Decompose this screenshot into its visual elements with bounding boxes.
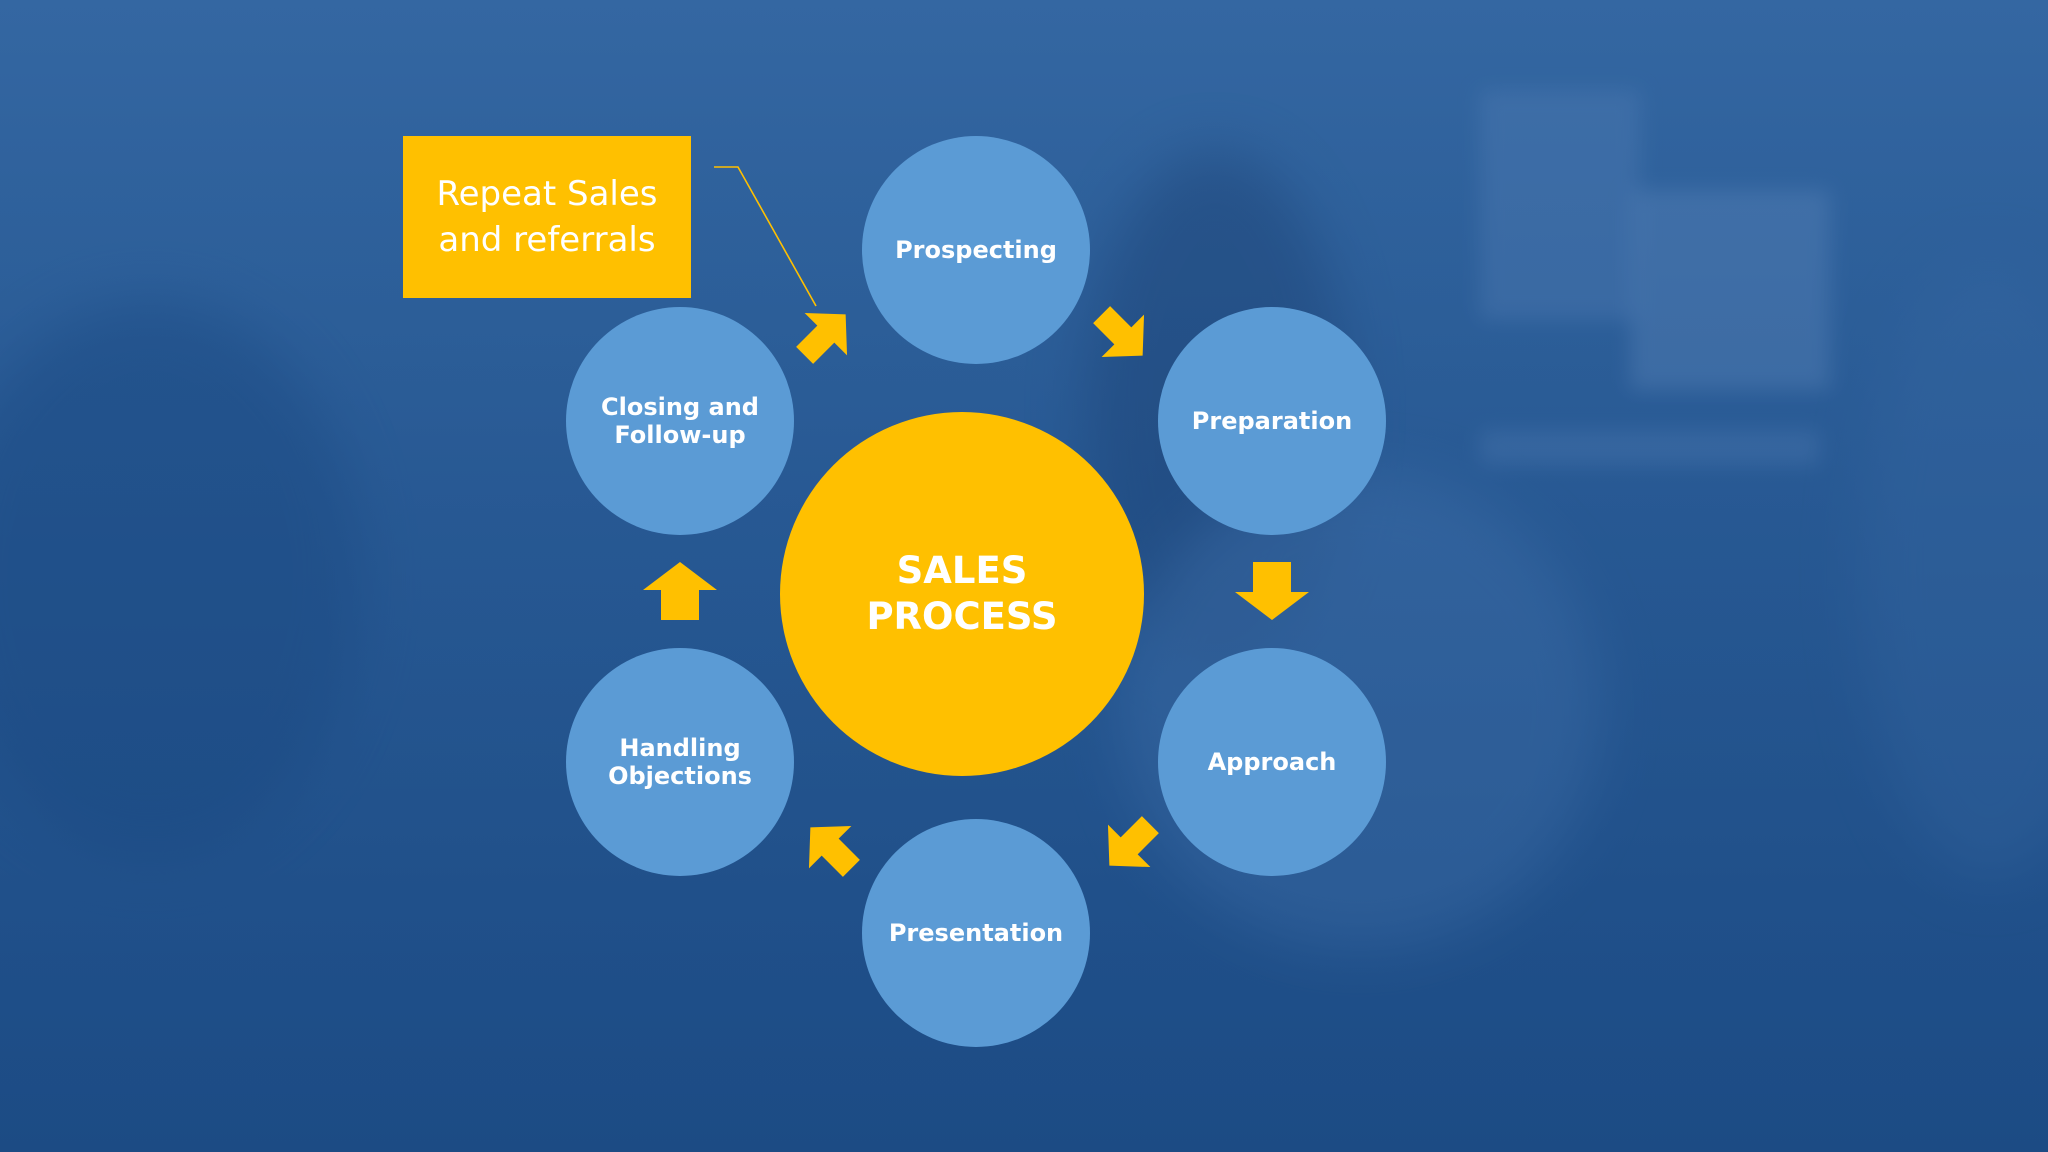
step-label-preparation: Preparation [1191,407,1353,435]
callout-repeat-sales: Repeat Sales and referrals [403,136,691,298]
arrow-handling-objections-to-closing [643,562,717,620]
step-label-approach: Approach [1207,748,1337,776]
step-circle-closing-follow-up: Closing and Follow-up [566,307,794,535]
step-circle-approach: Approach [1158,648,1386,876]
arrow-approach-to-presentation [1107,816,1159,868]
step-circle-handling-objections: Handling Objections [566,648,794,876]
step-circle-presentation: Presentation [862,819,1090,1047]
arrow-preparation-to-approach [1235,562,1309,620]
arrow-closing-to-prospecting [796,312,848,364]
center-label: SALES PROCESS [866,549,1058,638]
step-circle-preparation: Preparation [1158,307,1386,535]
step-label-handling-objections: Handling Objections [608,734,752,790]
callout-connector-line [714,166,817,307]
background-window [1480,90,1640,320]
arrow-presentation-to-handling-objections [808,825,860,877]
background-shelf [1480,430,1820,465]
step-label-presentation: Presentation [888,919,1064,947]
background-foreground-figure [0,300,360,860]
step-circle-prospecting: Prospecting [862,136,1090,364]
arrow-prospecting-to-preparation [1093,306,1145,358]
callout-label: Repeat Sales and referrals [436,174,658,260]
background-monitor [1630,190,1830,390]
step-label-prospecting: Prospecting [895,236,1057,264]
center-circle: SALES PROCESS [780,412,1144,776]
step-label-closing-follow-up: Closing and Follow-up [601,393,759,449]
